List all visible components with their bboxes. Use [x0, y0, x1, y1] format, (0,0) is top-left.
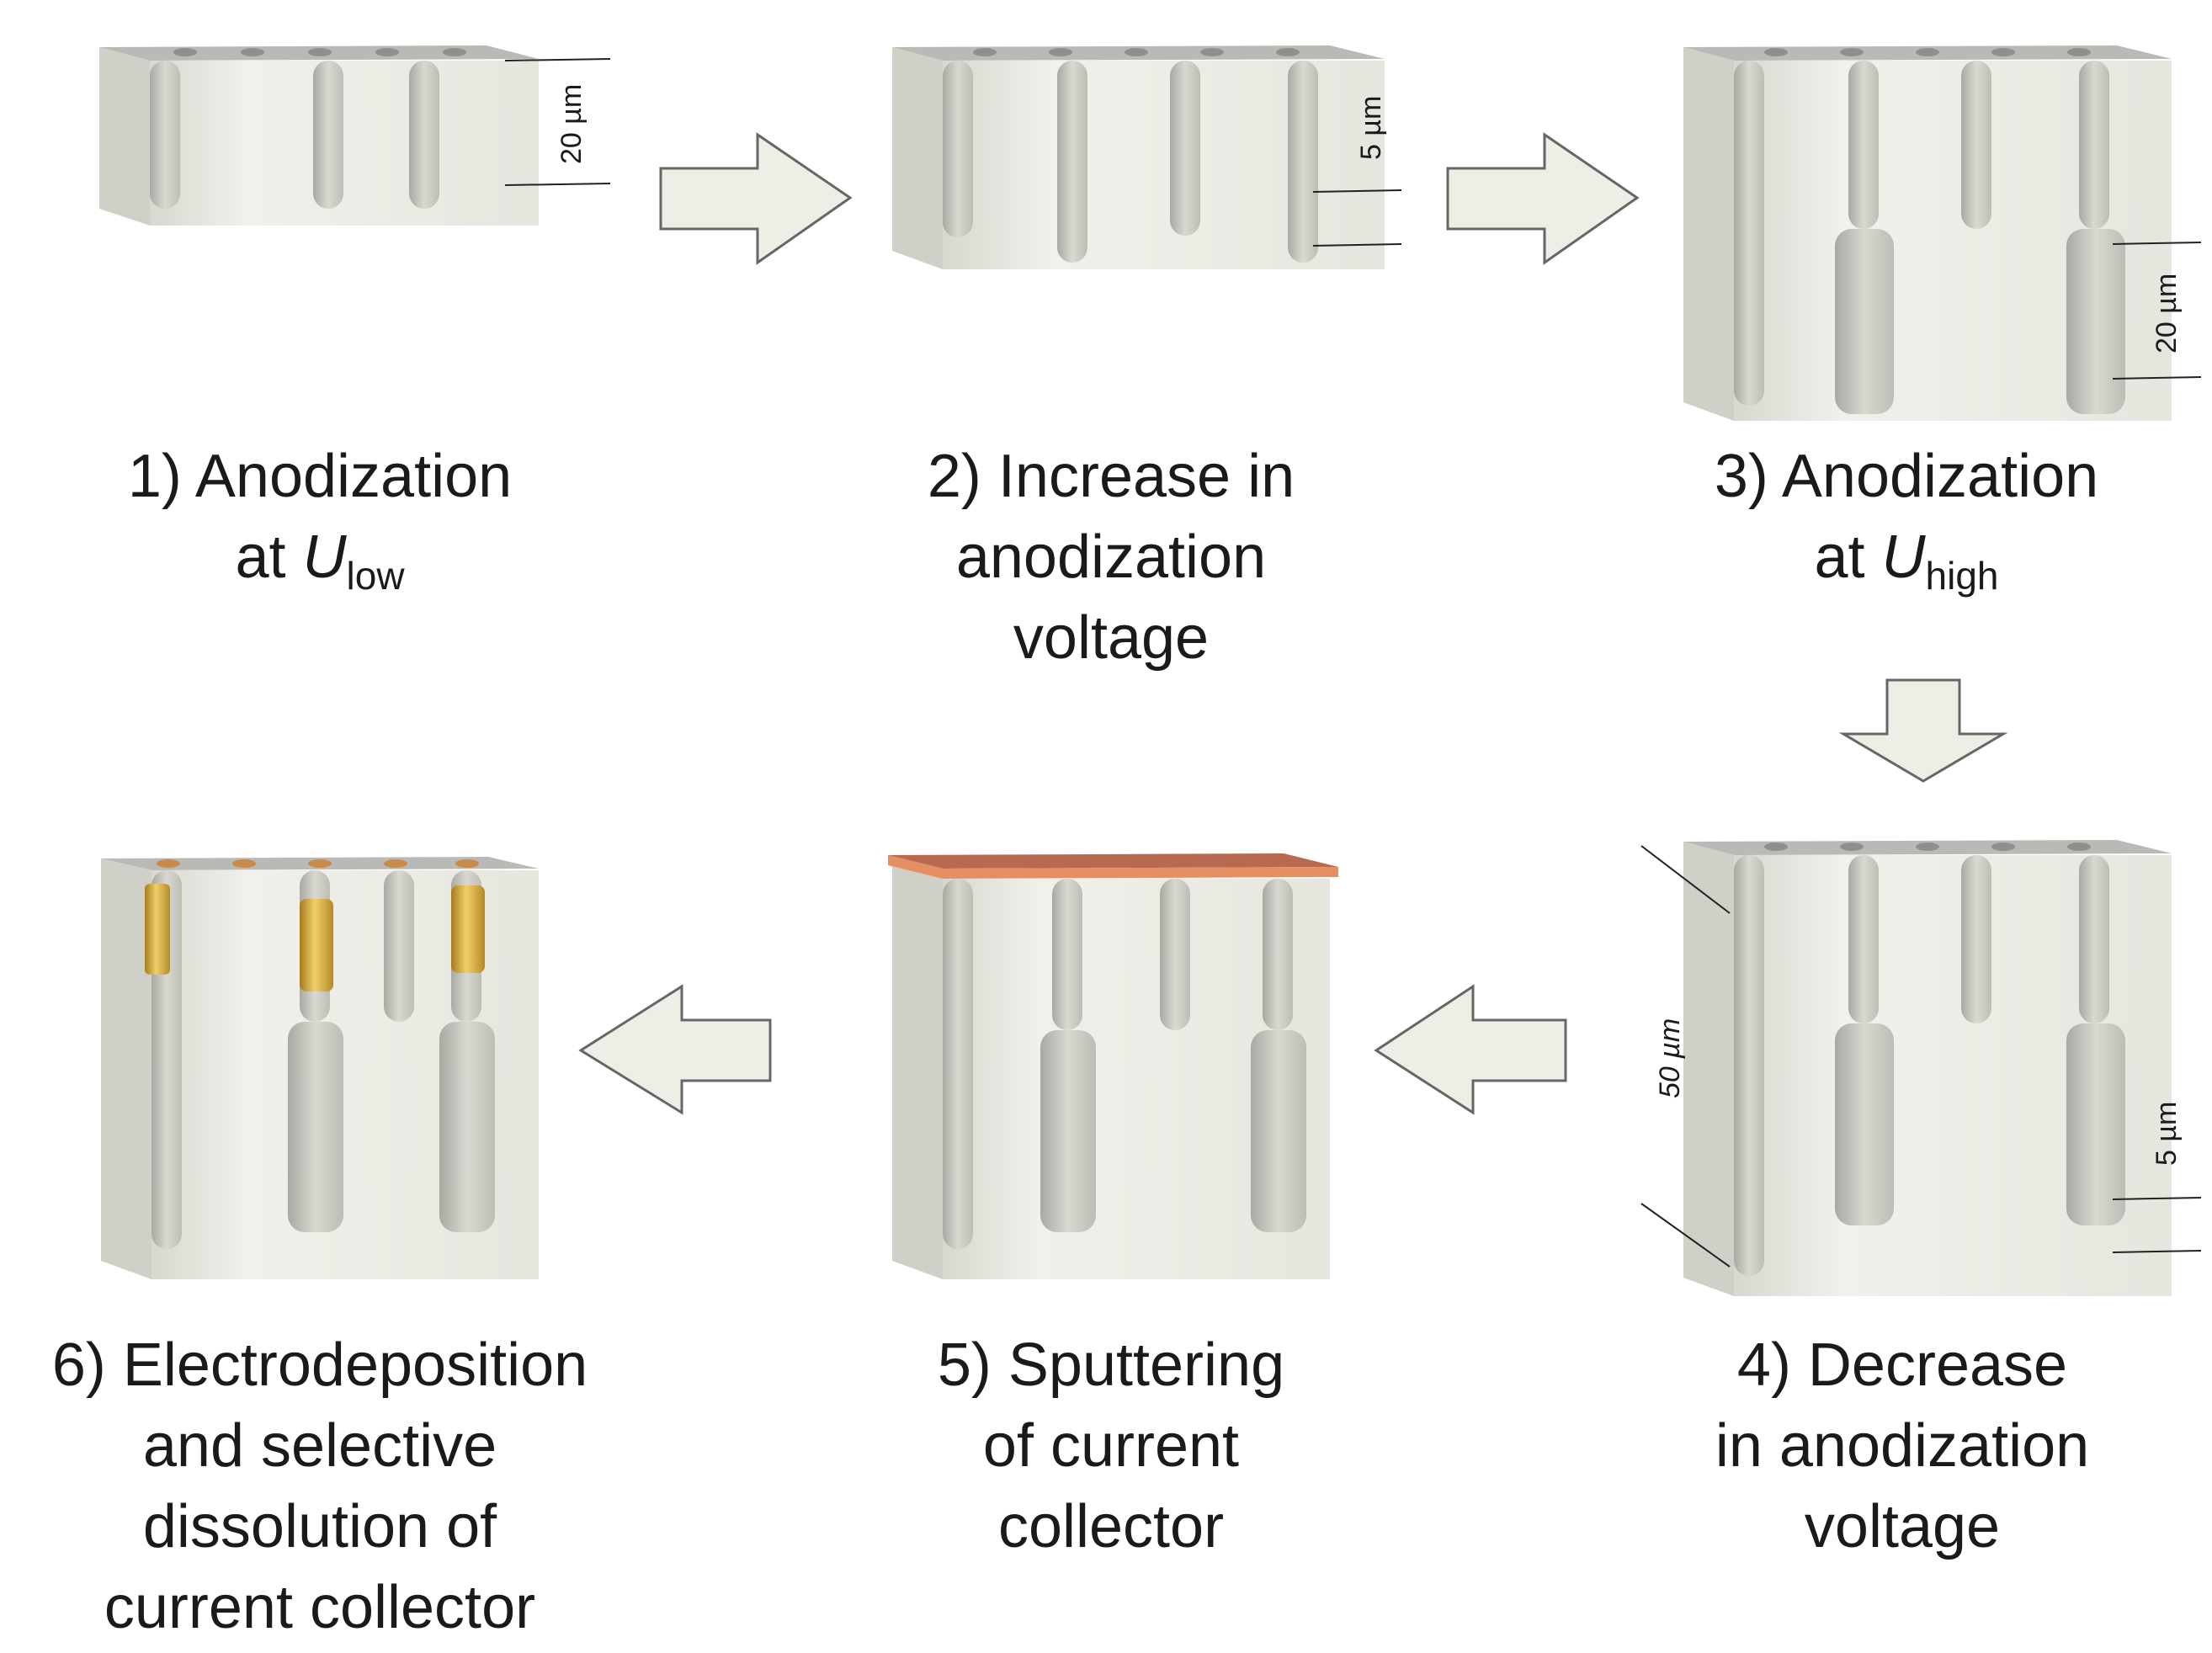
caption-line: current collector [104, 1574, 536, 1641]
voltage-subscript: low [346, 554, 405, 598]
block-step-6 [101, 857, 539, 1279]
block-front-face [99, 47, 150, 226]
caption-line: in anodization [1715, 1412, 2090, 1480]
block-step-5 [888, 853, 1338, 1279]
caption-line: 3) Anodization [1714, 443, 2099, 510]
pore-openings [973, 48, 1300, 56]
pore-channels [1734, 61, 2125, 414]
caption-line: 5) Sputtering [937, 1331, 1285, 1399]
pore-channels [1734, 855, 2125, 1276]
dimension-line [504, 58, 611, 61]
dimension-line [2112, 1250, 2202, 1253]
block-front-face [892, 47, 943, 269]
caption-step-1: 1) Anodization at Ulow [51, 436, 589, 598]
pore-openings [173, 48, 466, 56]
caption-text: at [1814, 524, 1865, 591]
dimension-label: 20 µm [2151, 274, 2183, 353]
block-front-face [943, 61, 1385, 269]
current-collector-edge [888, 855, 1338, 879]
process-arrows [578, 132, 2008, 1115]
pore-channels [943, 879, 1306, 1249]
dimension-line [1312, 243, 1402, 247]
caption-line: collector [997, 1493, 1225, 1560]
caption-text: at [235, 524, 286, 591]
dimension-label: 20 µm [556, 84, 588, 164]
caption-line: voltage [1804, 1493, 2001, 1560]
caption-line: of current [982, 1412, 1240, 1480]
dimension-line [1312, 189, 1402, 193]
block-front-face [892, 865, 943, 1279]
caption-line: anodization [955, 524, 1267, 591]
caption-step-4: 4) Decrease in anodization voltage [1633, 1325, 2172, 1567]
dimension-line [504, 183, 611, 186]
caption-line: dissolution of [142, 1493, 497, 1560]
block-front-face [101, 858, 152, 1279]
caption-step-6: 6) Electrodeposition and selective disso… [8, 1325, 631, 1648]
pore-channels [150, 61, 439, 209]
caption-line: voltage [1013, 604, 1210, 672]
caption-step-5: 5) Sputtering of current collector [842, 1325, 1380, 1567]
pore-channels [943, 61, 1318, 263]
arrow-left-4-5 [1374, 984, 1567, 1115]
dimension-line [2112, 242, 2202, 245]
pore-openings [157, 859, 479, 868]
block-front-face [1683, 842, 1734, 1296]
caption-line-with-symbol: at Uhigh [1637, 517, 2176, 598]
dimension-line [1640, 845, 1731, 914]
voltage-symbol: U [1881, 524, 1926, 591]
dimension-line [2112, 376, 2202, 380]
caption-line: 2) Increase in [927, 443, 1295, 510]
caption-line: and selective [142, 1412, 497, 1480]
dimension-label: 5 µm [2151, 1102, 2183, 1166]
caption-step-2: 2) Increase in anodization voltage [842, 436, 1380, 678]
block-front-face [1683, 47, 1734, 421]
block-step-3: 20 µm [1683, 45, 2202, 421]
pore-openings [1764, 48, 2091, 56]
gold-nanowires [145, 884, 485, 991]
voltage-subscript: high [1925, 554, 1999, 598]
current-collector-layer [888, 853, 1338, 869]
block-step-4: 50 µm 5 µm [1640, 840, 2202, 1296]
caption-line: 6) Electrodeposition [51, 1331, 588, 1399]
arrow-down-3-4 [1838, 678, 2008, 783]
block-step-1: 20 µm [99, 45, 611, 226]
dimension-label: 5 µm [1355, 96, 1387, 160]
dimension-line [1640, 1203, 1731, 1268]
arrow-left-5-6 [578, 984, 772, 1115]
dimension-label: 50 µm [1654, 1018, 1686, 1098]
caption-step-3: 3) Anodization at Uhigh [1637, 436, 2176, 598]
pore-openings [1764, 842, 2091, 851]
arrow-right-1-2 [659, 132, 853, 265]
block-front-face [150, 61, 539, 226]
block-step-2: 5 µm [892, 45, 1402, 269]
arrow-right-2-3 [1446, 132, 1640, 265]
caption-line: 1) Anodization [127, 443, 513, 510]
caption-line: 4) Decrease [1736, 1331, 2068, 1399]
caption-line-with-symbol: at Ulow [51, 517, 589, 598]
dimension-line [2112, 1197, 2202, 1200]
voltage-symbol: U [302, 524, 347, 591]
